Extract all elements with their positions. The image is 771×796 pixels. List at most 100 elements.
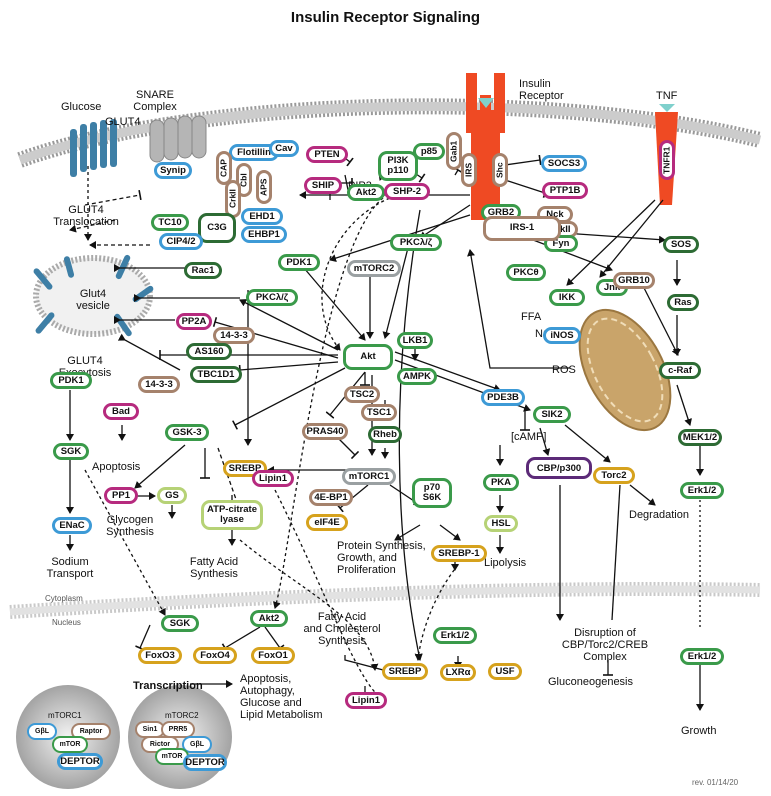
node-pras40: PRAS40 (302, 422, 348, 440)
node-as160: AS160 (186, 342, 232, 360)
label-sodium-transport: Sodium Transport (46, 556, 94, 580)
node-mek12: MEK1/2 (678, 428, 722, 446)
node-erk12-c: Erk1/2 (680, 647, 724, 665)
label-insulin-receptor: Insulin Receptor (519, 78, 564, 102)
node-lipin1-nuc: Lipin1 (345, 691, 387, 709)
revision-label: rev. 01/14/20 (692, 778, 739, 787)
node-aps: APS (256, 170, 272, 204)
node-synip: Synip (154, 161, 192, 179)
node-ampk: AMPK (397, 367, 437, 385)
pathway-edges (66, 147, 704, 711)
node-foxo3: FoxO3 (138, 646, 182, 664)
node-ras: Ras (667, 293, 699, 311)
label-degradation: Degradation (629, 509, 689, 521)
label-gluconeogenesis: Gluconeogenesis (548, 676, 634, 688)
node-pkctheta: PKCθ (506, 263, 546, 281)
node-craf: c-Raf (659, 361, 701, 379)
node-pten: PTEN (306, 145, 348, 163)
node-rac1: Rac1 (184, 261, 222, 279)
node-erk12-b: Erk1/2 (433, 626, 477, 644)
node-tsc1: TSC1 (361, 403, 397, 421)
node-akt2-nuc: Akt2 (250, 609, 288, 627)
node-foxo1: FoxO1 (251, 646, 295, 664)
node-bad: Bad (103, 402, 139, 420)
label-ros: ROS (552, 364, 576, 376)
glut4-vesicle (33, 254, 154, 337)
label-tnf: TNF (656, 90, 678, 102)
node-torc2: Torc2 (593, 466, 635, 484)
node-m2-gbl: GβL (182, 735, 212, 753)
node-irs1: IRS-1 (483, 215, 561, 241)
node-m1-gbl: GβL (27, 722, 57, 740)
node-pde3b: PDE3B (481, 388, 525, 406)
label-disruption: Disruption of CBP/Torc2/CREB Complex (561, 627, 649, 663)
node-foxo4: FoxO4 (193, 646, 237, 664)
node-cip42: CIP4/2 (159, 232, 203, 250)
node-lxra: LXRα (440, 663, 476, 681)
node-hsl: HSL (484, 514, 518, 532)
node-erk12-a: Erk1/2 (680, 481, 724, 499)
node-tbc1d1: TBC1D1 (190, 365, 242, 383)
node-enac: ENaC (52, 516, 92, 534)
node-tsc2: TSC2 (344, 385, 380, 403)
node-pkclz-top: PKCλ/ζ (390, 233, 442, 251)
node-ehd1: EHD1 (241, 207, 283, 225)
node-srebp-nuc: SREBP (382, 662, 428, 680)
mitochondrion (578, 308, 672, 432)
label-glut4-top: GLUT4 (105, 116, 141, 128)
node-ikk: IKK (549, 288, 585, 306)
node-sgk-nuc: SGK (161, 614, 199, 632)
label-transcription-out: Apoptosis, Autophagy, Glucose and Lipid … (240, 673, 323, 721)
node-ebp1: 4E-BP1 (309, 488, 353, 506)
node-m1-mtor: mTOR (52, 735, 88, 753)
diagram-title: Insulin Receptor Signaling (290, 9, 481, 26)
node-gsk3: GSK-3 (165, 423, 209, 441)
snare-complex (149, 115, 207, 163)
node-socs3: SOCS3 (541, 154, 587, 172)
node-pkclz: PKCλ/ζ (246, 288, 298, 306)
node-m1-raptor: Raptor (71, 722, 111, 740)
label-glycogen-synthesis: Glycogen Synthesis (106, 514, 154, 538)
glut4-transporter (70, 119, 117, 177)
node-sos: SOS (663, 235, 699, 253)
node-gs: GS (157, 486, 187, 504)
node-p85: p85 (413, 142, 445, 160)
label-mtorc1-title: mTORC1 (48, 711, 82, 720)
label-glucose: Glucose (61, 101, 102, 113)
label-fatty-acid-cholesterol: Fatty Acid and Cholesterol Synthesis (303, 611, 381, 647)
label-snare: SNARE Complex (133, 89, 177, 113)
node-akt: Akt (343, 344, 393, 370)
nuclear-membrane (9, 582, 761, 619)
node-p1433a: 14-3-3 (213, 326, 255, 344)
node-gab1: Gab1 (446, 132, 462, 170)
label-transcription: Transcription (133, 680, 203, 692)
node-ship: SHIP (304, 176, 342, 194)
node-pdk1-top: PDK1 (278, 253, 320, 271)
label-mtorc2-title: mTORC2 (165, 711, 199, 720)
label-ffa: FFA (521, 311, 542, 323)
node-pdk1-left: PDK1 (50, 371, 92, 389)
node-m2-deptor: DEPTOR (183, 753, 227, 771)
node-pi3k: PI3K p110 (378, 151, 418, 181)
node-inos: iNOS (543, 326, 581, 344)
node-tnfr1: TNFR1 (659, 140, 675, 180)
label-cytoplasm: Cytoplasm (45, 594, 83, 603)
node-mtorc1: mTORC1 (342, 467, 396, 485)
label-camp: [cAMP] (511, 431, 547, 443)
node-sik2: SIK2 (533, 405, 571, 423)
label-protein-synthesis: Protein Synthesis, Growth, and Prolifera… (337, 540, 426, 576)
label-fatty-acid-synthesis: Fatty Acid Synthesis (189, 556, 239, 580)
label-apoptosis: Apoptosis (92, 461, 141, 473)
node-p70: p70 S6K (412, 478, 452, 508)
node-ehbp1: EHBP1 (241, 225, 287, 243)
node-eif4e: eIF4E (306, 513, 348, 531)
node-pp1: PP1 (104, 486, 138, 504)
node-lipin1-top: Lipin1 (252, 469, 294, 487)
label-glut4-vesicle: Glut4 vesicle (76, 288, 110, 312)
label-nucleus: Nucleus (52, 618, 81, 627)
node-tc10: TC10 (151, 213, 189, 231)
node-atp: ATP-citrate lyase (201, 500, 263, 530)
node-cav: Cav (269, 139, 299, 157)
node-shp2: SHP-2 (384, 182, 430, 200)
node-usf: USF (488, 662, 522, 680)
